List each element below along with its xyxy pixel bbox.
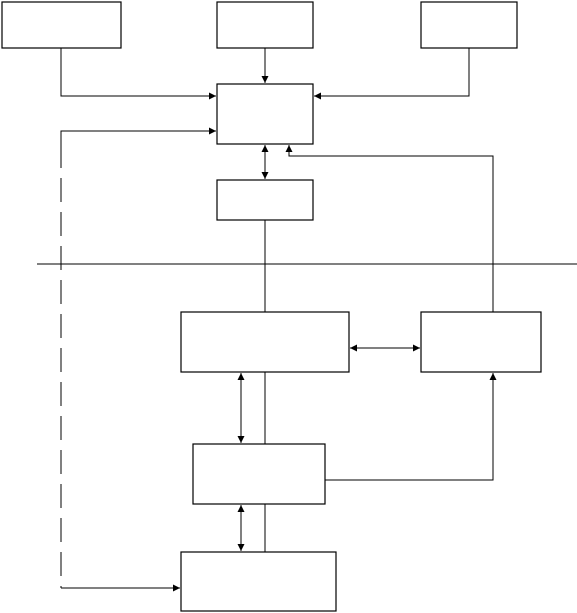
- box-lower-right: [420, 311, 542, 373]
- box-top-right: [420, 1, 518, 49]
- box-center-main: [216, 83, 314, 145]
- connector-left-feed-to-main: [60, 127, 216, 144]
- box-top-left: [1, 1, 122, 49]
- connector-top-left-to-main: [60, 48, 216, 100]
- box-lower-wide: [180, 311, 350, 373]
- box-bottom: [180, 551, 337, 612]
- box-lower-mid: [192, 443, 326, 505]
- connector-lower-right-to-main: [285, 145, 494, 312]
- connector-mid-to-lower-right: [325, 373, 497, 481]
- box-top-center: [216, 1, 314, 49]
- box-center-small: [216, 179, 314, 221]
- connector-top-right-to-main: [314, 48, 470, 100]
